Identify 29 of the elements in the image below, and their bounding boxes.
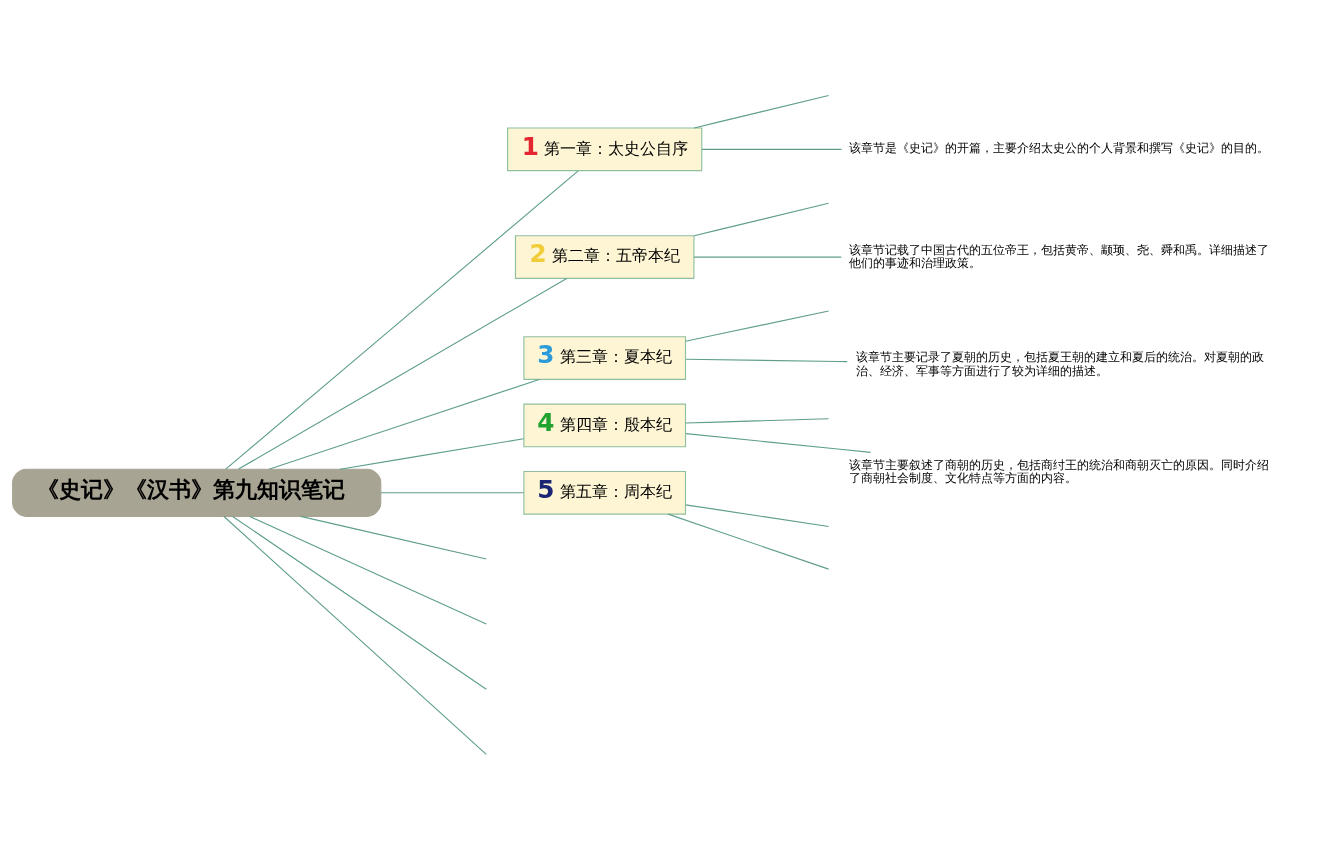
node-box: 《史记》《汉书》第九知识笔记: [12, 468, 382, 517]
connector: [685, 417, 830, 424]
connector: [701, 148, 843, 150]
connector: [693, 202, 830, 236]
connector: [249, 515, 487, 625]
connector: [225, 169, 579, 470]
connector: [685, 309, 830, 342]
connector: [339, 437, 525, 470]
connector: [685, 503, 830, 527]
connector: [693, 94, 830, 129]
connector: [268, 378, 540, 470]
node-box: 5 第五章：周本纪: [523, 470, 687, 515]
connector: [223, 515, 487, 755]
node-box: 1 第一章：太史公自序: [507, 126, 703, 171]
connector: [693, 256, 842, 258]
node-text: 该章节主要记录了夏朝的历史，包括夏王朝的建立和夏后的统治。对夏朝的政治、经济、军事等方面进行了较为详细的描述。: [856, 349, 1265, 378]
node-text: 该章节是《史记》的开篇，主要介绍太史公的个人背景和撰写《史记》的目的。: [849, 140, 1270, 155]
connector: [667, 513, 830, 570]
connector: [300, 515, 487, 560]
node-box: 2 第二章：五帝本纪: [514, 234, 695, 279]
connector: [238, 277, 568, 470]
node-box: 3 第三章：夏本纪: [523, 335, 687, 380]
node-text: 该章节记载了中国古代的五位帝王，包括黄帝、颛顼、尧、舜和禹。详细描述了他们的事迹和治理政策。: [849, 242, 1270, 270]
connector: [685, 358, 848, 362]
node-text: 该章节主要叙述了商朝的历史，包括商纣王的统治和商朝灭亡的原因。同时介绍了商朝社会制度、文化特点等方面的内容。: [849, 457, 1270, 485]
connector: [380, 491, 524, 493]
node-box: 4 第四章：殷本纪: [523, 403, 687, 447]
connector: [232, 515, 487, 690]
connector: [685, 432, 872, 453]
